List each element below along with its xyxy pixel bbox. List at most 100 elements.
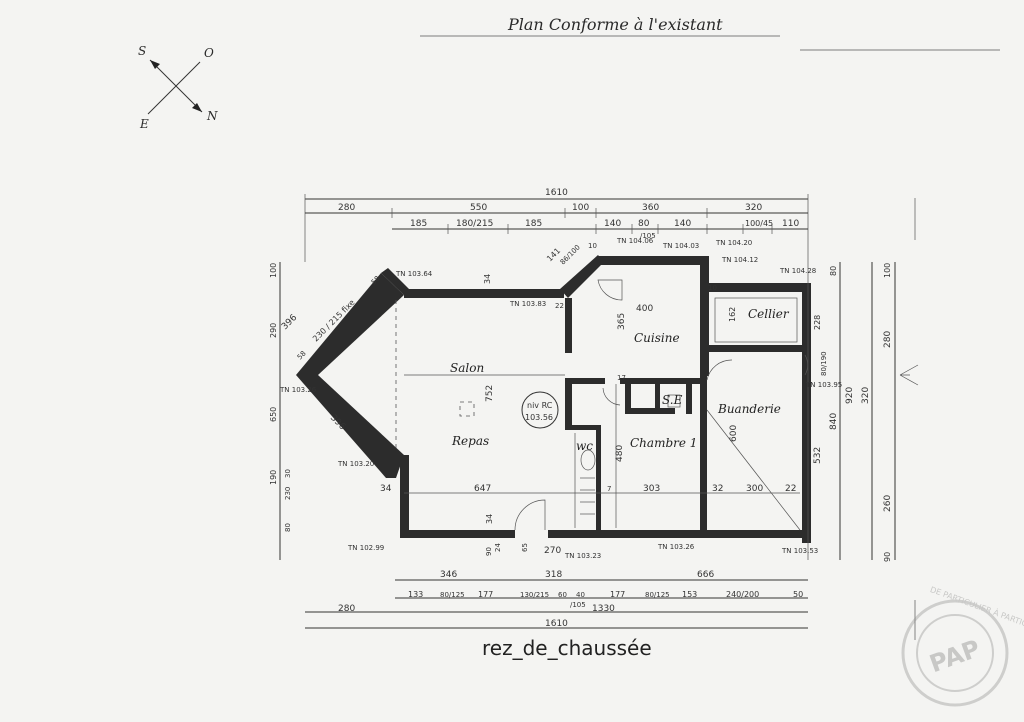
dim-bottom-80-125a: 80/125 [440, 591, 465, 599]
tn-label: TN 103.26 [279, 386, 317, 394]
dim-inner-7: 7 [607, 485, 611, 493]
tn-label: TN 104.06 [616, 237, 654, 245]
dim-bottom-240-200: 240/200 [726, 590, 759, 599]
dim-bottom-666: 666 [697, 570, 714, 580]
dim-left-650: 650 [269, 407, 278, 422]
dim-inner-10b: 10 [708, 284, 717, 292]
dim-inner-58a: 58 [370, 274, 382, 286]
tn-label: TN 103.20 [337, 460, 374, 468]
dim-inner-365: 365 [617, 313, 627, 330]
dim-bottom-130-215: 130/215 [520, 591, 549, 599]
dim-top-180-215: 180/215 [456, 219, 493, 229]
dim-inner-58b: 58 [296, 349, 308, 361]
room-repas: Repas [451, 434, 489, 448]
tn-label: TN 102.99 [347, 544, 384, 552]
tn-label: TN 103.53 [781, 547, 818, 555]
dim-bottom-50: 50 [793, 590, 803, 599]
dim-top-140a: 140 [604, 219, 621, 229]
dim-bottom-346: 346 [440, 570, 457, 580]
dim-top-100-45: 100/45 [745, 219, 773, 228]
level-marker: niv RC 103.56 [521, 391, 559, 429]
compass-n-label: N [206, 109, 218, 123]
dim-inner-34c: 34 [485, 514, 494, 524]
tn-label: TN 104.20 [715, 239, 752, 247]
compass-e-label: E [139, 117, 149, 131]
dim-bottom-318: 318 [545, 570, 562, 580]
dim-bottom-total: 1610 [545, 619, 568, 629]
dim-top-320: 320 [745, 203, 762, 213]
dim-inner-10a: 10 [588, 242, 597, 250]
floor-label: rez_de_chaussée [482, 636, 652, 660]
dim-top-360: 360 [642, 203, 659, 213]
dim-bottom-105: /105 [570, 601, 586, 609]
dim-inner-303: 303 [643, 484, 660, 494]
dim-right-80: 80 [829, 266, 838, 276]
stamp-ring-text: DE PARTICULIER À PARTICULIER [929, 583, 1024, 637]
dim-inner-600: 600 [729, 425, 739, 442]
dim-right-920: 920 [845, 387, 855, 404]
dim-right-532: 532 [813, 447, 823, 464]
dim-bottom-133: 133 [408, 590, 423, 599]
dim-bottom-1330: 1330 [592, 604, 615, 614]
tn-label: TN 104.28 [779, 267, 816, 275]
plan-title: Plan Conforme à l'existant [507, 15, 723, 34]
dim-inner-396a: 396 [280, 313, 299, 332]
room-chambre: Chambre 1 [630, 436, 697, 450]
dim-top-280: 280 [338, 203, 355, 213]
room-salon: Salon [450, 361, 484, 375]
dim-inner-17: 17 [617, 374, 626, 382]
dim-top-105: /105 [640, 232, 656, 240]
dim-inner-86-100: 86/100 [559, 243, 582, 266]
dim-top-80: 80 [638, 219, 650, 229]
level-value: 103.56 [525, 413, 553, 422]
dim-inner-90: 90 [485, 547, 493, 556]
dim-right-840: 840 [829, 413, 839, 430]
dim-inner-400: 400 [636, 304, 653, 314]
room-buanderie: Buanderie [717, 402, 781, 416]
dim-left-30: 30 [284, 469, 292, 478]
dim-bottom-40: 40 [576, 591, 585, 599]
level-label: niv RC [527, 401, 553, 410]
dim-top-550: 550 [470, 203, 487, 213]
dim-inner-162: 162 [728, 307, 737, 322]
tn-label: TN 103.26 [657, 543, 695, 551]
tn-label: TN 104.12 [721, 256, 758, 264]
dim-right-280: 280 [883, 331, 893, 348]
compass-rose: S O E N [138, 44, 218, 131]
stamp-logo: PAP [926, 634, 984, 678]
room-se: S.E [662, 393, 683, 407]
dim-inner-32: 32 [712, 484, 723, 494]
dim-top-100: 100 [572, 203, 589, 213]
dim-right-90: 90 [883, 552, 892, 562]
right-dimensions: 80 100 228 280 920 320 840 532 260 90 80… [813, 262, 896, 562]
dim-bottom-177a: 177 [478, 590, 493, 599]
pap-stamp: DE PARTICULIER À PARTICULIER PAP [901, 583, 1024, 707]
walls [296, 255, 811, 543]
dim-inner-65: 65 [521, 543, 529, 552]
tn-label: TN 103.83 [509, 300, 546, 308]
tn-label: TN 103.95 [805, 381, 842, 389]
room-cuisine: Cuisine [634, 331, 680, 345]
dim-inner-22b: 22 [555, 302, 564, 310]
dim-bottom-153: 153 [682, 590, 697, 599]
tn-label: TN 103.64 [395, 270, 433, 278]
dim-inner-22a: 22 [785, 484, 796, 494]
dim-inner-270: 270 [544, 546, 561, 556]
dim-left-230: 230 [284, 487, 292, 500]
compass-o-label: O [204, 46, 214, 60]
compass-s-label: S [138, 44, 146, 58]
top-dimensions: 1610 280 550 100 360 320 185 180/215 185… [304, 188, 809, 262]
terrain-levels: TN 103.64 TN 103.83 TN 104.06 TN 104.03 … [279, 237, 842, 560]
dim-inner-34a: 34 [483, 274, 492, 284]
room-cellier: Cellier [748, 307, 790, 321]
dim-inner-300: 300 [746, 484, 763, 494]
dim-right-320: 320 [861, 387, 871, 404]
dim-inner-24: 24 [494, 543, 502, 552]
room-wc: wc [576, 439, 593, 453]
dim-right-228: 228 [813, 315, 822, 330]
dim-bottom-80-125b: 80/125 [645, 591, 670, 599]
dim-left-290: 290 [269, 323, 278, 338]
tn-label: TN 103.23 [564, 552, 601, 560]
dim-right-80-190: 80/190 [820, 351, 828, 376]
